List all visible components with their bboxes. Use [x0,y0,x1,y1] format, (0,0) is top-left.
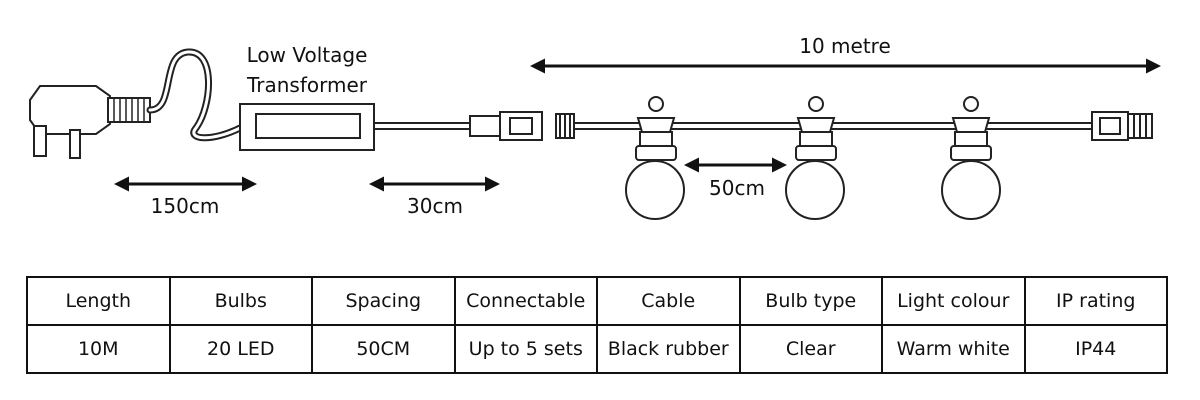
spec-header-row: Length Bulbs Spacing Connectable Cable B… [26,276,1168,326]
spec-value-cell: Black rubber [596,324,741,374]
spec-value-cell: 50CM [311,324,456,374]
uk-plug-icon [29,85,151,159]
end-connector [1091,111,1153,141]
spec-header-cell: Bulb type [738,276,883,326]
festoon-lights-diagram: Low Voltage Transformer [29,34,1161,220]
transformer-box [239,103,375,151]
spec-header-cell: Light colour [881,276,1026,326]
spec-header-cell: Connectable [453,276,598,326]
transformer-label-line1: Low Voltage [247,43,368,67]
spec-header-cell: Length [26,276,171,326]
spec-header-cell: Spacing [311,276,456,326]
spec-value-cell: Up to 5 sets [453,324,598,374]
spec-value-cell: 20 LED [168,324,313,374]
plug-cable-length-label: 150cm [151,194,220,218]
spec-value-cell: Warm white [881,324,1026,374]
bulb-spacing-label: 50cm [709,176,765,200]
plug-cable [146,48,244,142]
bulb-1 [625,96,685,220]
spec-value-cell: 10M [26,324,171,374]
bulb-2 [785,96,845,220]
spec-header-cell: Cable [596,276,741,326]
lead-cable [374,122,470,130]
connector-female [555,113,575,139]
spec-header-cell: IP rating [1023,276,1168,326]
spec-header-cell: Bulbs [168,276,313,326]
spec-value-row: 10M 20 LED 50CM Up to 5 sets Black rubbe… [26,324,1168,374]
spec-value-cell: IP44 [1023,324,1168,374]
spec-value-cell: Clear [738,324,883,374]
bulb-3 [941,96,1001,220]
total-length-label: 10 metre [799,34,891,58]
transformer-label-line2: Transformer [246,73,368,97]
spec-table: Length Bulbs Spacing Connectable Cable B… [26,276,1168,374]
lead-length-label: 30cm [407,194,463,218]
connector-male [469,111,543,141]
